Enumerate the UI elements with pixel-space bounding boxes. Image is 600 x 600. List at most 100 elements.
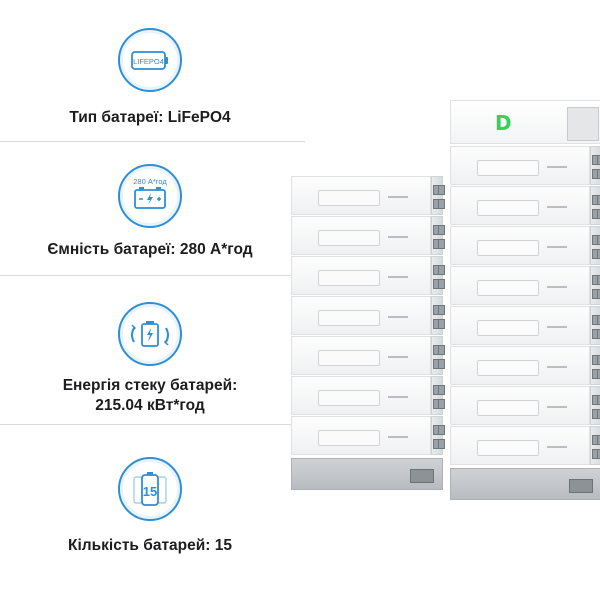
rack-base bbox=[450, 468, 600, 500]
stack-energy-label-line2: 215.04 кВт*год bbox=[95, 397, 205, 414]
module-brand-mark bbox=[547, 366, 567, 368]
base-vent bbox=[569, 479, 593, 493]
module-brand-mark bbox=[547, 286, 567, 288]
battery-rack-right: D bbox=[450, 100, 600, 573]
base-vent bbox=[410, 469, 434, 483]
module-side-panel bbox=[590, 346, 600, 385]
rack-base bbox=[291, 458, 443, 490]
module-side-panel bbox=[431, 296, 445, 335]
battery-module bbox=[291, 376, 431, 415]
module-handle bbox=[477, 320, 539, 336]
rack-control-module: D bbox=[450, 100, 600, 144]
module-handle bbox=[477, 400, 539, 416]
module-side-panel bbox=[590, 306, 600, 345]
module-handle bbox=[477, 200, 539, 216]
module-handle bbox=[477, 280, 539, 296]
capacity-battery-icon: 280 А*год bbox=[118, 164, 182, 228]
battery-count-label: Кількість батарей: 15 bbox=[68, 537, 232, 554]
module-handle bbox=[318, 230, 380, 246]
module-handle bbox=[318, 190, 380, 206]
lifepo4-icon-text: LIFEPO4 bbox=[133, 57, 164, 66]
battery-count-icon-text: 15 bbox=[143, 484, 157, 499]
terminal-connector bbox=[597, 195, 600, 205]
module-brand-mark bbox=[388, 356, 408, 358]
module-side-panel bbox=[431, 376, 445, 415]
module-handle bbox=[318, 310, 380, 326]
module-side-panel bbox=[431, 256, 445, 295]
energy-stack-icon bbox=[118, 302, 182, 366]
module-brand-mark bbox=[547, 406, 567, 408]
divider bbox=[0, 275, 305, 276]
module-side-panel bbox=[431, 416, 445, 455]
module-brand-mark bbox=[388, 396, 408, 398]
module-side-panel bbox=[590, 266, 600, 305]
module-handle bbox=[477, 240, 539, 256]
terminal-connector bbox=[597, 169, 600, 179]
battery-stack-image: D bbox=[285, 95, 600, 600]
capacity-icon-text: 280 А*год bbox=[133, 177, 167, 186]
module-side-panel bbox=[590, 186, 600, 225]
module-side-panel bbox=[590, 426, 600, 465]
terminal-connector bbox=[597, 329, 600, 339]
module-side-panel bbox=[590, 386, 600, 425]
module-brand-mark bbox=[388, 436, 408, 438]
feature-battery-type: LIFEPO4 Тип батареї: LiFePO4 bbox=[0, 0, 300, 140]
terminal-connector bbox=[597, 409, 600, 419]
battery-module bbox=[450, 386, 590, 425]
battery-module bbox=[291, 296, 431, 335]
module-handle bbox=[477, 360, 539, 376]
terminal-connector bbox=[438, 185, 445, 195]
terminal-connector bbox=[597, 209, 600, 219]
terminal-connector bbox=[597, 355, 600, 365]
terminal-connector bbox=[597, 449, 600, 459]
module-handle bbox=[477, 440, 539, 456]
module-handle bbox=[318, 270, 380, 286]
module-side-panel bbox=[431, 216, 445, 255]
terminal-connector bbox=[438, 265, 445, 275]
module-side-panel bbox=[590, 226, 600, 265]
control-panel bbox=[567, 107, 599, 141]
battery-type-label: Тип батареї: LiFePO4 bbox=[69, 109, 231, 126]
terminal-connector bbox=[438, 305, 445, 315]
module-side-panel bbox=[590, 146, 600, 185]
module-side-panel bbox=[431, 176, 445, 215]
stack-energy-label-line1: Енергія стеку батарей: bbox=[62, 377, 238, 394]
brand-logo-icon: D bbox=[495, 111, 512, 135]
terminal-connector bbox=[597, 395, 600, 405]
battery-module bbox=[450, 226, 590, 265]
terminal-connector bbox=[597, 369, 600, 379]
module-handle bbox=[318, 390, 380, 406]
terminal-connector bbox=[438, 359, 445, 369]
module-brand-mark bbox=[547, 246, 567, 248]
terminal-connector bbox=[597, 315, 600, 325]
lifepo4-battery-icon: LIFEPO4 bbox=[118, 28, 182, 92]
feature-battery-count: 15 Кількість батарей: 15 bbox=[0, 425, 300, 600]
module-handle bbox=[477, 160, 539, 176]
module-brand-mark bbox=[547, 206, 567, 208]
module-brand-mark bbox=[547, 446, 567, 448]
battery-rack-left bbox=[291, 168, 445, 573]
module-brand-mark bbox=[547, 166, 567, 168]
module-handle bbox=[318, 430, 380, 446]
terminal-connector bbox=[597, 249, 600, 259]
terminal-connector bbox=[438, 225, 445, 235]
terminal-connector bbox=[438, 319, 445, 329]
terminal-connector bbox=[438, 345, 445, 355]
battery-module bbox=[291, 216, 431, 255]
battery-module bbox=[450, 266, 590, 305]
battery-module bbox=[291, 256, 431, 295]
battery-module bbox=[450, 426, 590, 465]
battery-module bbox=[450, 346, 590, 385]
battery-module bbox=[291, 176, 431, 215]
feature-battery-capacity: 280 А*год Ємність батареї: 280 А*год bbox=[0, 142, 300, 274]
battery-capacity-label: Ємність батареї: 280 А*год bbox=[47, 241, 253, 258]
module-brand-mark bbox=[388, 276, 408, 278]
module-brand-mark bbox=[388, 236, 408, 238]
module-side-panel bbox=[431, 336, 445, 375]
module-handle bbox=[318, 350, 380, 366]
divider bbox=[0, 141, 305, 142]
module-brand-mark bbox=[388, 196, 408, 198]
divider bbox=[0, 424, 305, 425]
terminal-connector bbox=[438, 385, 445, 395]
battery-module bbox=[450, 186, 590, 225]
